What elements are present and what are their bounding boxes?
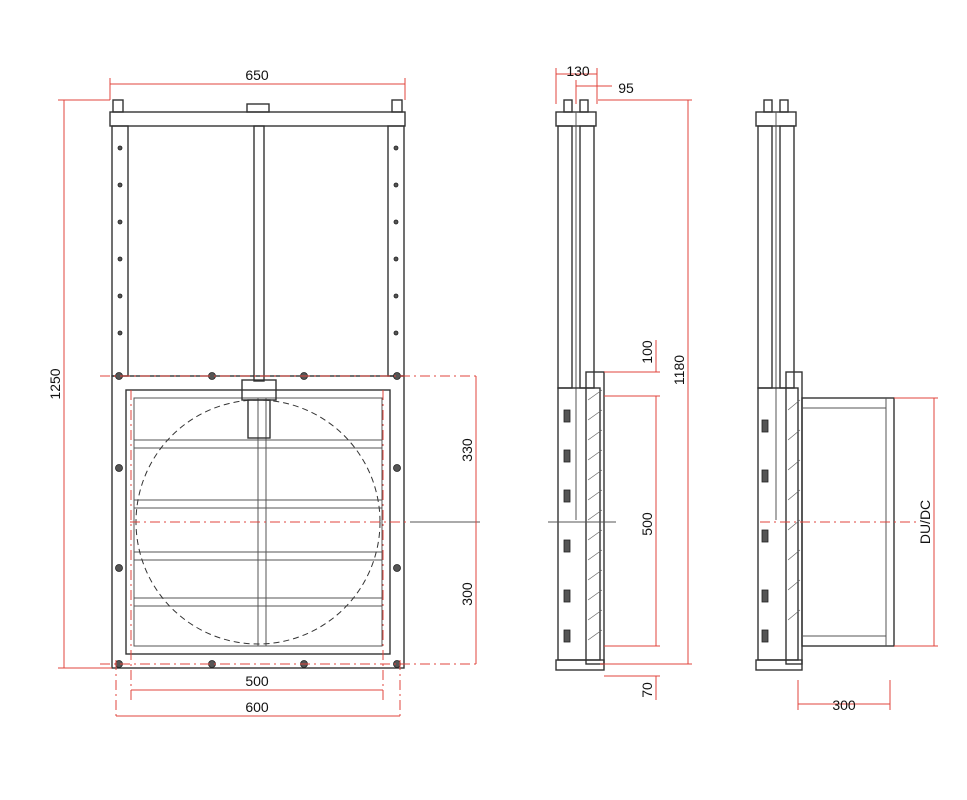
front-view — [100, 99, 480, 720]
spigot-flange — [785, 371, 803, 665]
side-view — [548, 99, 616, 671]
valve-stem — [253, 125, 265, 382]
left-column-upper — [111, 125, 129, 377]
dim-diameter: DU/DC — [917, 500, 933, 544]
dim-stem-offset: 95 — [618, 80, 634, 96]
side-top-bolt-b — [579, 99, 589, 113]
side-base — [555, 659, 605, 671]
dim-base-height: 70 — [639, 682, 655, 698]
dim-total-height: 1180 — [671, 355, 687, 385]
side-flange — [585, 371, 605, 665]
dim-upper-opening: 330 — [459, 438, 475, 462]
dim-frame-width: 600 — [245, 699, 269, 715]
side-flange-hatch — [587, 389, 603, 641]
right-column-upper — [387, 125, 405, 377]
dim-lower-opening: 300 — [459, 582, 475, 606]
dim-overall-height: 1250 — [47, 368, 63, 399]
spigot-column-b — [779, 125, 795, 389]
dim-port-width: 500 — [245, 673, 269, 689]
dim-flange-height: 100 — [639, 340, 655, 364]
gate-yoke — [247, 399, 271, 439]
spigot-view — [755, 99, 920, 671]
top-bolt-right — [391, 99, 403, 113]
dim-frame-depth: 130 — [566, 63, 590, 79]
dim-spigot-length: 300 — [832, 697, 856, 713]
dim-top-width: 650 — [245, 67, 269, 83]
spigot-dimensions: DU/DC 300 — [797, 397, 938, 713]
spigot-seal-blocks — [761, 419, 769, 643]
side-seal-blocks — [563, 409, 571, 643]
dim-port-height: 500 — [639, 512, 655, 536]
spigot-column-a — [757, 125, 773, 389]
top-beam — [109, 111, 406, 127]
spigot-flange-hatch — [787, 399, 801, 621]
column-bolts — [117, 145, 399, 336]
side-column-b — [579, 125, 595, 389]
top-bolt-left — [112, 99, 124, 113]
body-bolts — [115, 372, 401, 668]
side-top-bolt-a — [563, 99, 573, 113]
actuator-mount — [246, 103, 270, 113]
side-body — [557, 387, 601, 661]
side-dimensions: 130 95 1180 100 500 70 — [555, 63, 692, 700]
front-dimensions: 650 1250 330 300 500 600 — [47, 67, 477, 717]
side-column-a — [557, 125, 573, 389]
